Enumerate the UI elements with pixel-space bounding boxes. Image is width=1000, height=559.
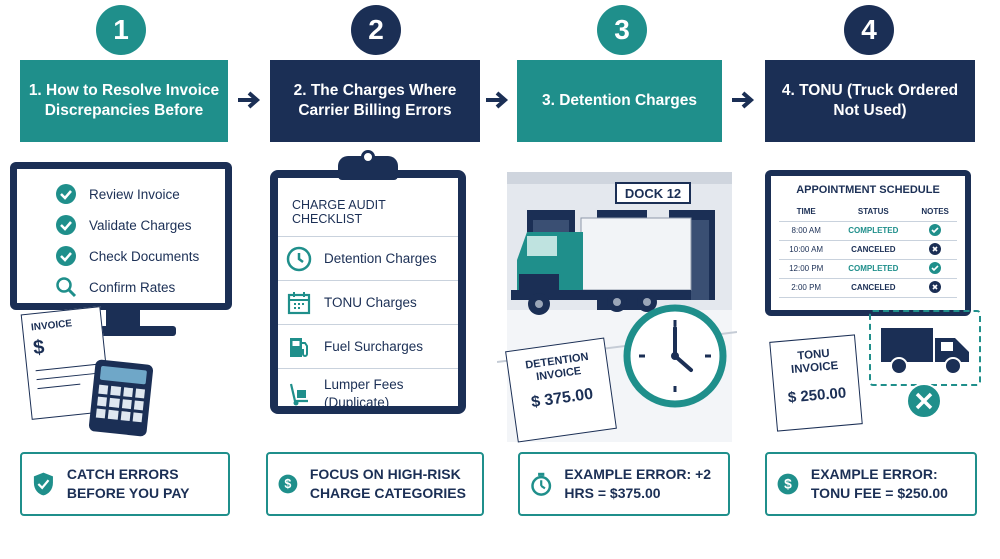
calendar-icon [287, 291, 311, 314]
list-item: Lumper Fees (Duplicate) [278, 368, 458, 418]
check-circle-icon [929, 223, 942, 236]
monitor-screen: Review Invoice Validate Charges Check Do… [17, 169, 225, 303]
column-header: TIME [779, 202, 834, 222]
schedule-screen: APPOINTMENT SCHEDULE TIME STATUS NOTES 8… [771, 176, 965, 310]
step-4-header: 4. TONU (Truck Ordered Not Used) [765, 60, 975, 142]
tonu-invoice: TONU INVOICE $ 250.00 [769, 334, 863, 432]
checklist-label: Confirm Rates [89, 279, 176, 295]
step-number-2: 2 [351, 5, 401, 55]
time-cell: 2:00 PM [779, 278, 834, 298]
list-item: Fuel Surcharges [278, 324, 458, 368]
footer-text: Example error: TONU fee = $250.00 [810, 466, 948, 501]
dollar-circle-icon: $ [278, 474, 298, 494]
arrow-right-icon [238, 91, 261, 109]
status-cell: CANCELED [833, 240, 914, 260]
list-item-label: Detention Charges [324, 251, 437, 266]
invoice-dollar: $ [32, 336, 46, 360]
svg-text:$: $ [284, 477, 291, 491]
footer-card-4: $ Example error: TONU fee = $250.00 [765, 452, 977, 516]
table-row: 8:00 AM COMPLETED [779, 221, 957, 241]
dollar-circle-icon: $ [777, 473, 799, 495]
list-item-label: TONU Charges [324, 295, 417, 310]
status-cell: COMPLETED [833, 259, 914, 279]
checklist-item: Validate Charges [55, 214, 225, 236]
checklist-item: Review Invoice [55, 183, 225, 205]
clock-icon [623, 304, 727, 408]
checklist-label: Review Invoice [89, 186, 180, 202]
step-1-header: 1. How to Resolve Invoice Discrepancies … [20, 60, 228, 142]
footer-card-1: Catch errors before you pay [20, 452, 230, 516]
invoice-label: INVOICE [30, 318, 73, 334]
panel-clipboard: CHARGE AUDIT CHECKLIST Detention Charges… [270, 150, 480, 442]
step-number-4: 4 [844, 5, 894, 55]
clipboard-ring [361, 150, 375, 164]
footer-text: Focus on high-risk charge categories [309, 466, 466, 501]
step-2-header: 2. The Charges Where Carrier Billing Err… [270, 60, 480, 142]
time-cell: 8:00 AM [779, 221, 834, 241]
calculator-icon [88, 359, 154, 437]
list-item-label: Lumper Fees (Duplicate) [324, 376, 404, 410]
schedule-table: TIME STATUS NOTES 8:00 AM COMPLETED 10:0… [779, 202, 957, 298]
list-item: TONU Charges [278, 280, 458, 324]
panel-dock: DOCK 12 DETENTION INVOICE $ 375.00 [497, 162, 737, 443]
checklist-label: Validate Charges [89, 217, 192, 233]
monitor: Review Invoice Validate Charges Check Do… [10, 162, 232, 310]
status-cell: CANCELED [833, 278, 914, 298]
hand-truck-icon [289, 383, 308, 405]
footer-card-3: Example error: +2 hrs = $375.00 [518, 452, 730, 516]
checklist-label: Check Documents [89, 248, 200, 264]
footer-card-2: $ Focus on high-risk charge categories [266, 452, 484, 516]
check-circle-icon [56, 184, 76, 204]
detention-invoice-amount: $ 375.00 [530, 385, 595, 412]
clipboard-sheet: CHARGE AUDIT CHECKLIST Detention Charges… [278, 178, 458, 410]
footer-text: Catch errors before you pay [66, 466, 190, 501]
detention-invoice-title: DETENTION INVOICE [524, 350, 590, 383]
truck-icon [881, 328, 969, 375]
check-circle-icon [56, 215, 76, 235]
list-item: Detention Charges [278, 236, 458, 280]
step-number-1: 1 [96, 5, 146, 55]
clock-icon [286, 246, 312, 271]
stopwatch-icon [531, 472, 552, 496]
table-row: 2:00 PM CANCELED [779, 278, 957, 298]
arrow-right-icon [732, 91, 755, 109]
check-circle-icon [56, 246, 76, 266]
step-number-3: 3 [597, 5, 647, 55]
table-row: 12:00 PM COMPLETED [779, 259, 957, 279]
monitor-base [76, 326, 176, 336]
x-circle-icon [906, 383, 942, 419]
arrow-right-icon [486, 91, 509, 109]
x-circle-icon [929, 280, 942, 293]
shield-check-icon [33, 472, 53, 496]
time-cell: 10:00 AM [779, 240, 834, 260]
status-cell: COMPLETED [833, 221, 914, 241]
magnifier-icon [56, 277, 77, 298]
table-row: 10:00 AM CANCELED [779, 240, 957, 260]
svg-text:$: $ [784, 476, 792, 492]
tonu-invoice-amount: $ 250.00 [787, 384, 847, 407]
step-3-header: 3. Detention Charges [517, 60, 722, 142]
clipboard: CHARGE AUDIT CHECKLIST Detention Charges… [270, 170, 466, 414]
schedule-monitor: APPOINTMENT SCHEDULE TIME STATUS NOTES 8… [765, 170, 971, 316]
checklist-title: CHARGE AUDIT CHECKLIST [292, 198, 386, 226]
column-header: NOTES [913, 202, 957, 222]
monitor-neck [106, 310, 140, 328]
check-circle-icon [929, 261, 942, 274]
list-item-label: Fuel Surcharges [324, 339, 424, 354]
footer-text: Example error: +2 hrs = $375.00 [564, 466, 712, 501]
detention-invoice: DETENTION INVOICE $ 375.00 [505, 337, 617, 443]
checklist-item: Check Documents [55, 245, 225, 267]
panel-monitor: Review Invoice Validate Charges Check Do… [10, 162, 240, 442]
panel-schedule: APPOINTMENT SCHEDULE TIME STATUS NOTES 8… [765, 162, 981, 442]
dock-sign: DOCK 12 [615, 182, 691, 204]
fuel-pump-icon [290, 337, 308, 357]
x-circle-icon [929, 242, 942, 255]
schedule-title: APPOINTMENT SCHEDULE [796, 184, 940, 196]
checklist-item: Confirm Rates [55, 276, 225, 298]
column-header: STATUS [833, 202, 914, 222]
time-cell: 12:00 PM [779, 259, 834, 279]
tonu-invoice-title: TONU INVOICE [790, 347, 839, 377]
